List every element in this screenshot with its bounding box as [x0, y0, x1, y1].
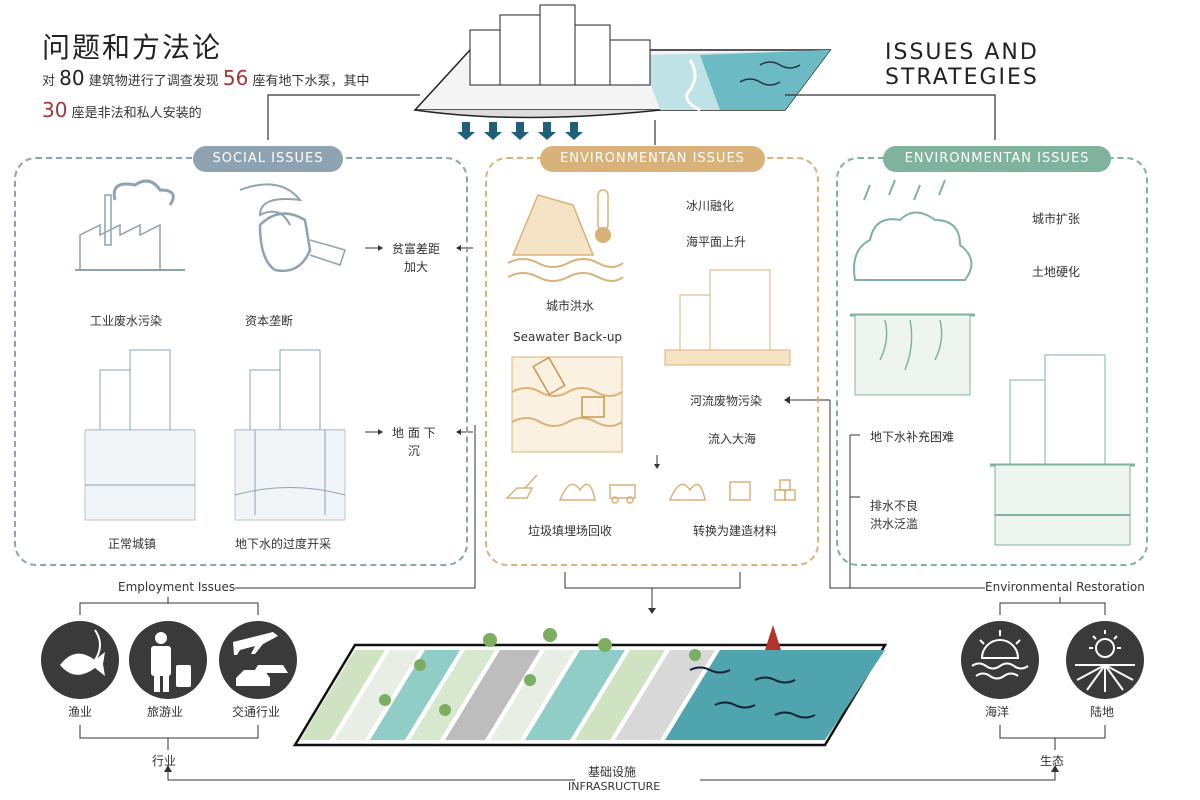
label-tourism: 旅游业 [147, 705, 184, 719]
label-land-hardening: 土地硬化 [1032, 265, 1081, 279]
seawater-backup-icon [511, 356, 623, 453]
label-urban-flood: 城市洪水 [546, 299, 595, 313]
label-into-sea: 流入大海 [708, 432, 757, 446]
label-urban-expansion: 城市扩张 [1032, 212, 1081, 226]
label-ocean: 海洋 [985, 705, 1010, 719]
label-transport: 交通行业 [232, 705, 281, 719]
result-subsidence: 地 面 下 沉 [392, 424, 436, 460]
intro-pre: 对 [42, 74, 56, 89]
page-title-en: ISSUES AND STRATEGIES [885, 40, 1039, 90]
label-normal-town: 正常城镇 [108, 537, 157, 551]
factory-icon [75, 179, 185, 271]
page-title-cn: 问题和方法论 [42, 31, 223, 64]
label-seawater-backup: Seawater Back-up [513, 330, 623, 344]
result-subsidence-line2: 沉 [407, 444, 420, 458]
result-subsidence-line1: 地 面 下 [392, 426, 436, 440]
transport-icon [219, 621, 297, 699]
land-icon [1066, 621, 1144, 699]
label-groundwater-overdraw: 地下水的过度开采 [235, 537, 332, 551]
groundwater-overdraw-icon [234, 349, 346, 521]
label-poor-drainage: 排水不良 洪水泛滥 [870, 497, 918, 533]
label-environmental-restoration: Environmental Restoration [985, 580, 1145, 594]
social-issues-header: SOCIAL ISSUES [193, 146, 343, 172]
label-sea-level-rise: 海平面上升 [686, 235, 747, 249]
intro-mid: 建筑物进行了调查发现 [88, 74, 219, 89]
label-ecology: 生态 [1040, 754, 1065, 768]
label-building-material: 转换为建造材料 [693, 524, 778, 538]
label-industrial-wastewater: 工业废水污染 [90, 314, 163, 328]
label-landfill-recycle: 垃圾填埋场回收 [528, 524, 613, 538]
result-wealth-gap-line2: 加大 [404, 260, 429, 274]
recycling-icons-row [505, 474, 796, 504]
capital-monopoly-fist-icon [239, 183, 346, 273]
result-wealth-gap-line1: 贫富差距 [392, 242, 441, 256]
label-land: 陆地 [1090, 705, 1115, 719]
tourism-icon [129, 621, 207, 699]
env-issues-header-2: ENVIRONMENTAN ISSUES [883, 146, 1111, 172]
label-employment-issues: Employment Issues [118, 580, 236, 594]
label-river-waste: 河流废物污染 [690, 394, 763, 408]
result-wealth-gap: 贫富差距 加大 [392, 240, 440, 276]
label-glacier-melt: 冰川融化 [686, 199, 735, 213]
downward-arrows [457, 122, 583, 140]
hardened-city-icon [990, 354, 1135, 546]
intro-num-30: 30 [42, 98, 68, 122]
normal-town-icon [84, 349, 196, 521]
label-infrastructure-en: INFRASRUCTURE [568, 780, 661, 793]
glacier-melt-icon [507, 189, 624, 282]
intro-post: 座有地下水泵，其中 [252, 74, 370, 89]
forest-rain-icon [850, 179, 975, 396]
intro-text: 对 80 建筑物进行了调查发现 56 座有地下水泵，其中 30 座是非法和私人安… [42, 64, 370, 128]
infrastructure-illustration [292, 625, 888, 747]
label-groundwater-recharge: 地下水补充困难 [870, 430, 955, 444]
label-poor-drainage-line1: 排水不良 [870, 499, 919, 513]
top-city-illustration [413, 4, 832, 119]
intro-line2: 座是非法和私人安装的 [71, 106, 202, 121]
ocean-icon [961, 621, 1039, 699]
flooded-buildings-icon [664, 269, 791, 366]
env-issues-header-1: ENVIRONMENTAN ISSUES [540, 146, 765, 172]
intro-num-56: 56 [222, 66, 249, 90]
label-fishery: 渔业 [68, 705, 93, 719]
label-industry: 行业 [152, 754, 177, 768]
label-capital-monopoly: 资本垄断 [245, 314, 294, 328]
label-infrastructure-cn: 基础设施 [588, 765, 637, 779]
fishery-icon [41, 621, 119, 699]
intro-num-80: 80 [59, 66, 85, 90]
label-poor-drainage-line2: 洪水泛滥 [870, 517, 919, 531]
